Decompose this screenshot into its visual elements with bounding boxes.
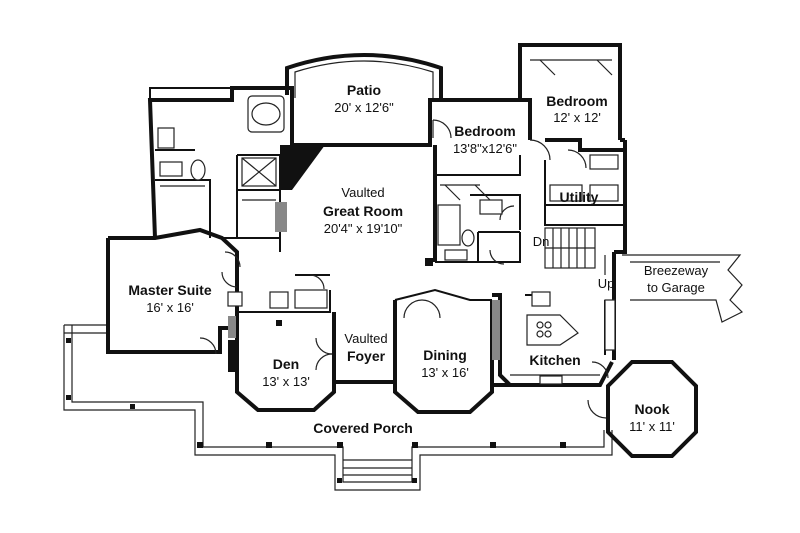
master-suite-name: Master Suite bbox=[128, 282, 211, 298]
porch-railing bbox=[63, 324, 613, 491]
bedroom-mid-name: Bedroom bbox=[454, 123, 515, 139]
interior-walls bbox=[155, 138, 625, 387]
bedroom-top-dims: 12' x 12' bbox=[553, 110, 601, 125]
breezeway-label-line1: Breezeway bbox=[644, 263, 709, 278]
great-room-qualifier: Vaulted bbox=[341, 185, 384, 200]
den-name: Den bbox=[273, 356, 299, 372]
kitchen-name: Kitchen bbox=[529, 352, 580, 368]
bedroom-top-name: Bedroom bbox=[546, 93, 607, 109]
nook-dims: 11' x 11' bbox=[629, 419, 675, 434]
dining-dims: 13' x 16' bbox=[421, 365, 469, 380]
den-dims: 13' x 13' bbox=[262, 374, 310, 389]
patio-dims: 20' x 12'6" bbox=[334, 100, 394, 115]
foyer-name: Foyer bbox=[347, 348, 386, 364]
great-room-name: Great Room bbox=[323, 203, 403, 219]
stair-down-label: Dn bbox=[533, 234, 550, 249]
breezeway-label-line2: to Garage bbox=[647, 280, 705, 295]
door-swings bbox=[199, 119, 609, 419]
fixtures bbox=[157, 59, 619, 385]
stair-up-label: Up bbox=[598, 276, 615, 291]
room-labels: Patio 20' x 12'6" Bedroom 12' x 12' Bedr… bbox=[128, 82, 708, 436]
covered-porch-name: Covered Porch bbox=[313, 420, 413, 436]
dining-name: Dining bbox=[423, 347, 467, 363]
bedroom-mid-dims: 13'8"x12'6" bbox=[453, 141, 517, 156]
breezeway bbox=[622, 254, 744, 323]
exterior-walls bbox=[106, 43, 698, 458]
foyer-qualifier: Vaulted bbox=[344, 331, 387, 346]
nook-name: Nook bbox=[635, 401, 670, 417]
great-room-dims: 20'4" x 19'10" bbox=[324, 221, 403, 236]
patio-name: Patio bbox=[347, 82, 381, 98]
utility-name: Utility bbox=[560, 189, 599, 205]
master-suite-dims: 16' x 16' bbox=[146, 300, 194, 315]
